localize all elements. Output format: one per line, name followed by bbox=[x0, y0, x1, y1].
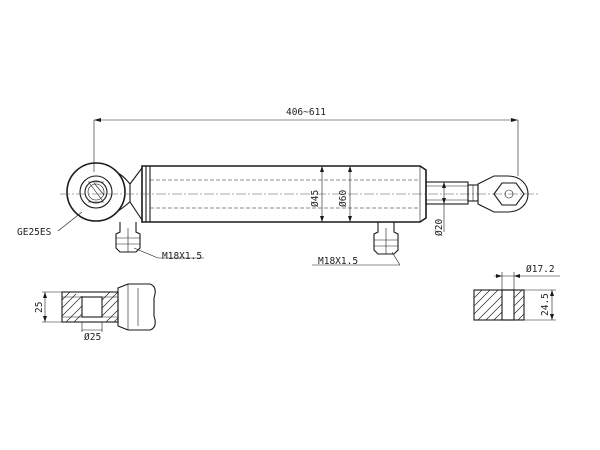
rod-diameter-label: Ø45 bbox=[310, 190, 321, 207]
front-port-thread-label: M18X1.5 bbox=[318, 256, 358, 267]
piston-rod: Ø20 bbox=[425, 181, 479, 236]
bearing-label: GE25ES bbox=[17, 227, 52, 238]
front-port: M18X1.5 bbox=[312, 222, 401, 267]
rod-eye-bore-label: Ø17.2 bbox=[526, 264, 555, 275]
rear-port: M18X1.5 bbox=[115, 222, 204, 262]
rod-eye bbox=[477, 175, 529, 213]
stroke-length-label: 406~611 bbox=[286, 107, 326, 118]
rear-port-thread-label: M18X1.5 bbox=[162, 251, 202, 262]
bore-diameter-label: Ø60 bbox=[338, 190, 349, 207]
rod-end-diameter-label: Ø20 bbox=[434, 219, 445, 236]
eye-width-label: 25 bbox=[34, 302, 45, 313]
rod-eye-section: Ø17.2 24.5 bbox=[473, 264, 560, 321]
eye-bore-label: Ø25 bbox=[84, 332, 101, 343]
cylinder-barrel: Ø45 Ø60 bbox=[60, 165, 540, 223]
rod-eye-width-label: 24.5 bbox=[540, 293, 551, 316]
rear-eye-mount: GE25ES bbox=[17, 162, 143, 238]
rear-eye-section: 25 Ø25 bbox=[34, 283, 156, 343]
